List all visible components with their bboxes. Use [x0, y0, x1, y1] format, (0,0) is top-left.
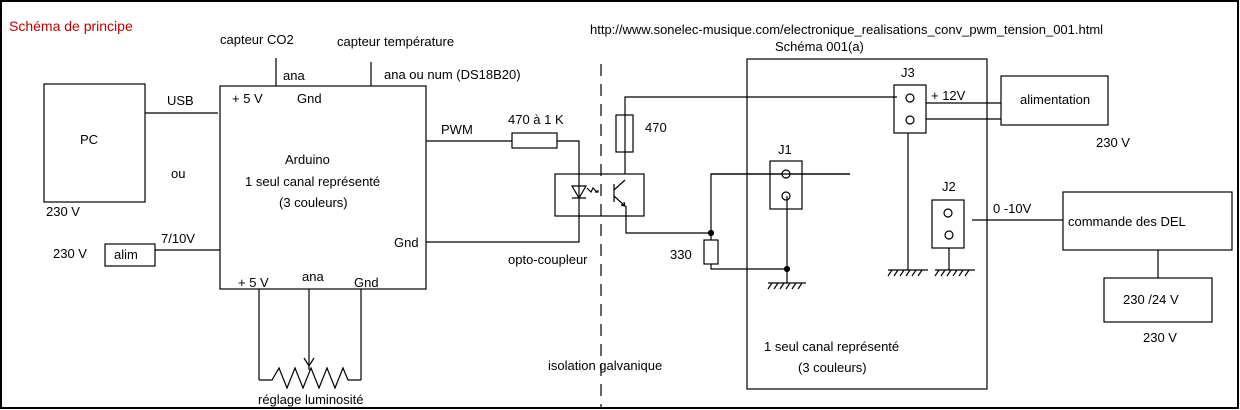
- j3-connector: [893, 84, 927, 134]
- j1-pin-2: [781, 191, 791, 201]
- potentiometer-resistor: [259, 366, 361, 390]
- board-colors-note: (3 couleurs): [798, 360, 867, 375]
- j3-pin-1: [905, 93, 915, 103]
- j1-connector: [769, 160, 803, 210]
- alim-input-voltage: 230 V: [53, 246, 87, 261]
- control-signal-label: 0 -10V: [993, 201, 1032, 216]
- j3-label: J3: [901, 65, 915, 80]
- resistor-470: [615, 114, 634, 153]
- optocoupler-led-icon: [570, 185, 588, 200]
- ground-symbol-icon: [767, 282, 806, 290]
- emitter-wire: [625, 206, 711, 234]
- arduino-pin-gnd-top: Gnd: [297, 91, 322, 106]
- or-label: ou: [171, 166, 185, 181]
- transformer-label: 230 /24 V: [1123, 292, 1179, 307]
- pc-box: [43, 83, 146, 203]
- power-output-label: + 12V: [931, 88, 966, 103]
- power-supply-label: alimentation: [1020, 92, 1090, 107]
- board-channel-note: 1 seul canal représenté: [764, 339, 899, 354]
- temperature-sensor-signal: ana ou num (DS18B20): [384, 67, 521, 82]
- opto-led-wires: [426, 140, 580, 243]
- power-supply-voltage: 230 V: [1096, 135, 1130, 150]
- source-url: http://www.sonelec-musique.com/electroni…: [590, 22, 1103, 37]
- j2-label: J2: [942, 179, 956, 194]
- arduino-pin-gnd-right: Gnd: [394, 235, 419, 250]
- led-driver-label: commande des DEL: [1068, 214, 1186, 229]
- schema-label: Schéma 001(a): [775, 39, 864, 54]
- ground-symbol-icon: [887, 269, 928, 277]
- potentiometer-wiper-arrow-icon: [303, 357, 315, 368]
- resistor-470-label: 470: [645, 120, 667, 135]
- temperature-sensor-label: capteur température: [337, 34, 454, 49]
- arduino-pin-5v-bottom: + 5 V: [238, 275, 269, 290]
- alim-output-voltage: 7/10V: [161, 231, 195, 246]
- j1-signal-wire: [710, 173, 850, 233]
- pwm-label: PWM: [441, 122, 473, 137]
- phototransistor-icon: [613, 179, 626, 207]
- j3-pin-2: [905, 115, 915, 125]
- input-resistor: [511, 132, 558, 149]
- diagram-title: Schéma de principe: [9, 18, 133, 34]
- j2-pin-1: [943, 208, 953, 218]
- led-driver-box: [1062, 191, 1233, 251]
- arduino-box: [219, 85, 427, 290]
- co2-sensor-signal: ana: [283, 68, 305, 83]
- transformer-voltage: 230 V: [1143, 330, 1177, 345]
- co2-sensor-label: capteur CO2: [220, 32, 294, 47]
- arduino-name: Arduino: [285, 152, 330, 167]
- arduino-colors-note: (3 couleurs): [279, 195, 348, 210]
- optocoupler-label: opto-coupleur: [508, 252, 588, 267]
- alim-box: [104, 243, 156, 267]
- j1-label: J1: [778, 142, 792, 157]
- usb-label: USB: [167, 93, 194, 108]
- arduino-pin-ana-bottom: ana: [302, 269, 324, 284]
- j2-pin-2: [944, 230, 954, 240]
- resistor-330: [703, 239, 719, 265]
- input-resistor-label: 470 à 1 K: [508, 112, 564, 127]
- potentiometer-label: réglage luminosité: [258, 392, 364, 407]
- optocoupler-box: [554, 173, 645, 217]
- resistor-330-ground-wire: [710, 264, 787, 270]
- board-box: [746, 58, 988, 390]
- arduino-pin-5v-top: + 5 V: [232, 91, 263, 106]
- collector-wire: [624, 96, 897, 174]
- ground-symbol-icon: [934, 269, 975, 277]
- light-emission-icon: [586, 186, 599, 194]
- arduino-channel-note: 1 seul canal représenté: [245, 174, 380, 189]
- power-supply-box: [1000, 75, 1109, 126]
- j2-connector: [931, 199, 965, 249]
- pc-label: PC: [80, 132, 98, 147]
- resistor-330-label: 330: [670, 247, 692, 262]
- transformer-box: [1103, 277, 1213, 323]
- arduino-pin-gnd-bottom: Gnd: [354, 275, 379, 290]
- alim-label: alim: [114, 247, 138, 262]
- pc-voltage: 230 V: [46, 204, 80, 219]
- isolation-label: isolation galvanique: [548, 358, 662, 373]
